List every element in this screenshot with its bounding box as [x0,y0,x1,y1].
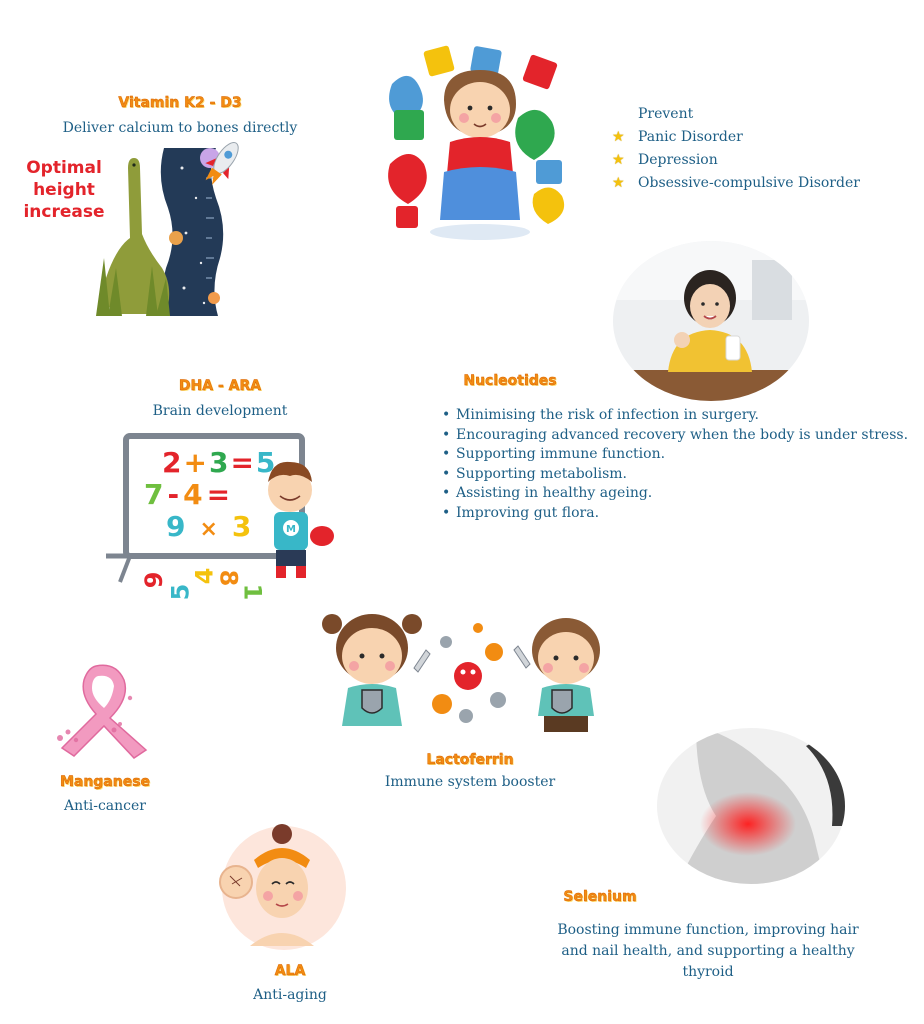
prevent-heading: Prevent [638,106,694,122]
nucleotides-item: Improving gut flora. [440,504,908,524]
dha-title: DHA - ARA [178,378,262,394]
height-increase-label: Optimal height increase [22,157,106,223]
floor-digit: 1 [238,583,267,601]
selenium-description: Boosting immune function, improving hair… [546,920,870,983]
nucleotides-item: Assisting in healthy ageing. [440,484,908,504]
board-digit: 5 [255,446,278,479]
nucleotides-item: Minimising the risk of infection in surg… [440,406,908,426]
whiteboard-frame: M [106,433,334,583]
prevent-list: ★ Panic Disorder ★ Depression ★ Obsessive-c… [612,125,860,194]
kids-fighting-germs-illustration [322,614,600,732]
selenium-description-line-3: thyroid [682,964,734,980]
board-digit: 3 [208,446,231,479]
board-digit: 4 [183,478,207,511]
math-board-illustration: M 2+3=5 7-4= 9×3 6 5 4 8 1 [100,432,340,607]
vitamin-description: Deliver calcium to bones directly [62,120,298,136]
height-increase-line-3: increase [23,202,105,222]
prevent-item: ★ Panic Disorder [612,125,860,148]
pink-ribbon-icon [57,664,148,759]
board-equation-1: 2+3=5 [162,446,277,479]
puzzle-child-illustration [388,45,565,240]
star-bullet-icon: ★ [612,128,625,145]
board-digit: 9 [166,510,200,543]
board-symbol: + [183,446,209,479]
nucleotides-item: Supporting immune function. [440,445,908,465]
prevent-item: ★ Depression [612,148,860,171]
board-equation-3: 9×3 [166,510,265,543]
board-symbol: = [206,478,235,511]
skincare-face-illustration [219,824,346,950]
prevent-item-label: Depression [638,151,718,168]
nucleotides-item: Encouraging advanced recovery when the b… [440,426,908,446]
prevent-item-label: Obsessive-compulsive Disorder [638,174,860,191]
vitamin-title: Vitamin K2 - D3 [118,95,242,111]
floor-digit: 6 [138,571,167,589]
nucleotides-title: Nucleotides [463,373,557,389]
selenium-description-line-2: and nail health, and supporting a health… [561,943,855,959]
board-digit: 2 [162,446,184,479]
ala-description: Anti-aging [253,987,327,1003]
manganese-description: Anti-cancer [64,798,146,814]
board-symbol: × [199,517,232,542]
board-symbol: - [167,478,184,511]
selenium-description-line-1: Boosting immune function, improving hair [557,922,859,938]
board-digit: 7 [144,478,168,511]
prevent-section: Prevent ★ Panic Disorder ★ Depression ★ Obs… [612,103,860,194]
manganese-title: Manganese [59,774,151,790]
board-digit: 3 [231,510,266,543]
height-increase-line-1: Optimal [26,158,102,178]
lactoferrin-description: Immune system booster [384,774,556,790]
floor-digit: 5 [166,583,195,601]
prevent-item-label: Panic Disorder [638,128,743,145]
ala-title: ALA [274,963,306,979]
child-drinking-milk-photo [613,241,809,401]
svg-text:M: M [286,524,296,535]
star-bullet-icon: ★ [612,151,625,168]
thyroid-neck-photo [657,728,845,884]
prevent-item: ★ Obsessive-compulsive Disorder [612,171,860,194]
nucleotides-item: Supporting metabolism. [440,465,908,485]
board-symbol: = [230,446,256,479]
star-bullet-icon: ★ [612,174,625,191]
dha-description: Brain development [152,403,288,419]
nucleotides-list: Minimising the risk of infection in surg… [440,406,908,523]
lactoferrin-title: Lactoferrin [426,752,514,768]
board-equation-2: 7-4= [144,478,234,511]
dinosaur-height-chart-illustration [96,142,239,316]
selenium-title: Selenium [563,889,637,905]
height-increase-line-2: height [33,180,95,200]
